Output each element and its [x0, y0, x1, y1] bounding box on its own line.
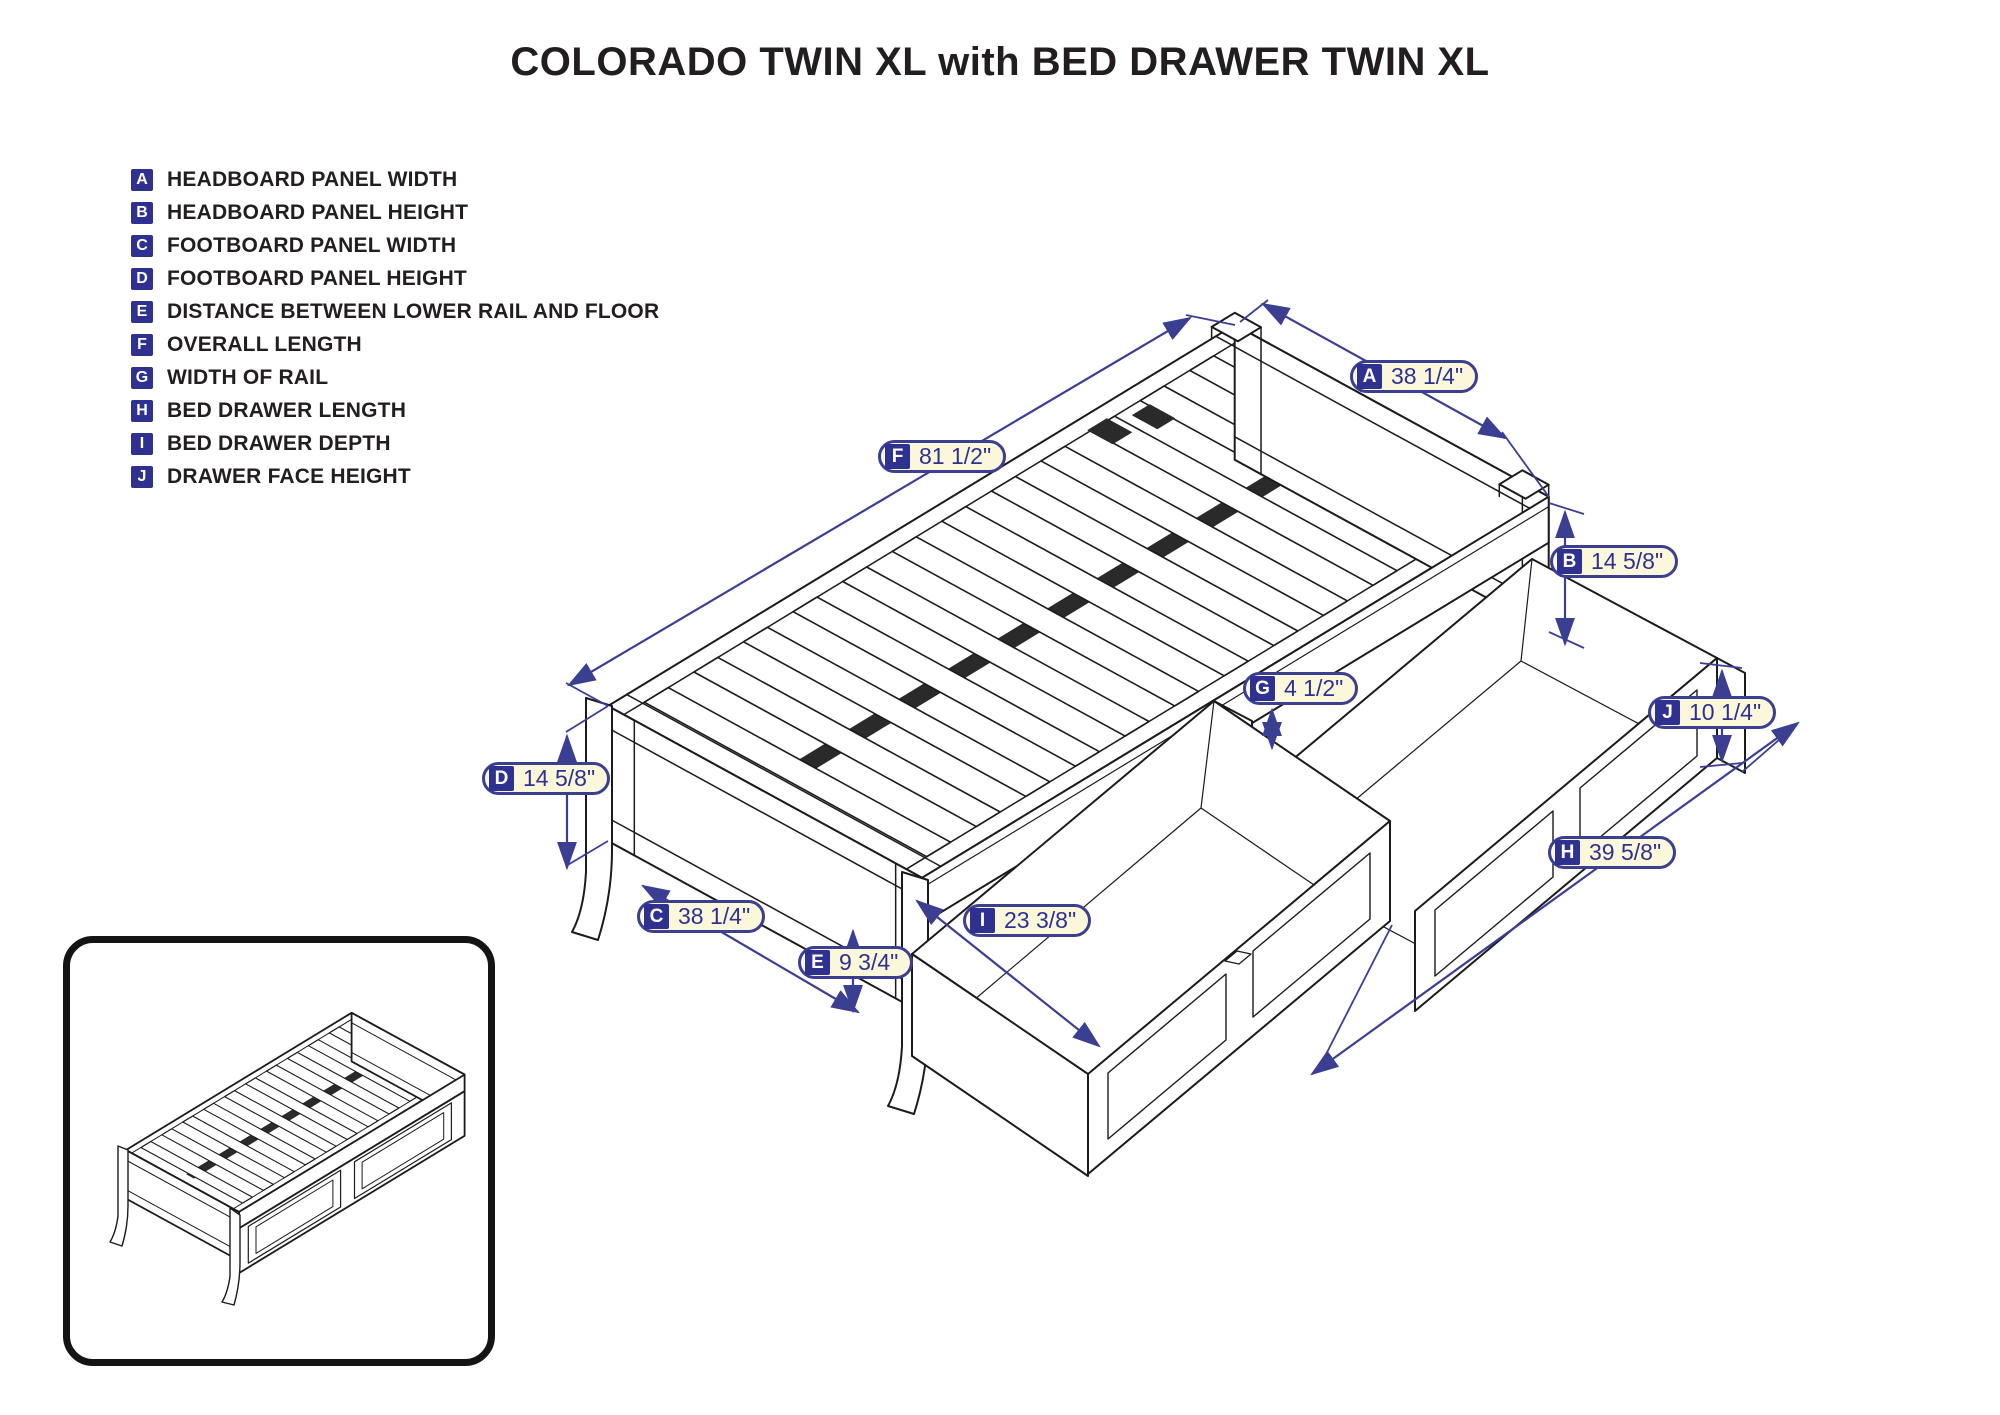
dim-label-e: E 9 3/4" — [798, 946, 914, 979]
dim-key-badge-f: F — [885, 444, 910, 469]
dim-label-j: J 10 1/4" — [1648, 696, 1777, 729]
dim-value-i: 23 3/8" — [1004, 907, 1077, 933]
dim-value-g: 4 1/2" — [1284, 675, 1344, 701]
dim-value-f: 81 1/2" — [919, 443, 992, 469]
legend-row: D FOOTBOARD PANEL HEIGHT — [131, 262, 659, 295]
dim-key-badge-j: J — [1655, 700, 1680, 725]
legend-key-badge: A — [131, 168, 153, 191]
dim-label-a: A 38 1/4" — [1350, 360, 1479, 393]
dim-key-badge-e: E — [805, 950, 830, 975]
legend-row: J DRAWER FACE HEIGHT — [131, 460, 659, 493]
dim-value-b: 14 5/8" — [1591, 548, 1664, 574]
legend-label: FOOTBOARD PANEL WIDTH — [167, 233, 457, 257]
dim-key-badge-b: B — [1557, 549, 1582, 574]
legend-key-badge: G — [131, 366, 153, 389]
legend-key-badge: I — [131, 432, 153, 455]
dimension-lines — [556, 299, 1800, 1076]
dim-key-badge-d: D — [489, 766, 514, 791]
legend: A HEADBOARD PANEL WIDTH B HEADBOARD PANEL … — [131, 163, 659, 493]
dim-label-c: C 38 1/4" — [637, 900, 766, 933]
legend-row: F OVERALL LENGTH — [131, 328, 659, 361]
legend-label: HEADBOARD PANEL WIDTH — [167, 167, 458, 191]
legend-label: DISTANCE BETWEEN LOWER RAIL AND FLOOR — [167, 299, 660, 323]
legend-key-badge: F — [131, 333, 153, 356]
legend-key-badge: B — [131, 201, 153, 224]
thumbnail-box — [63, 936, 495, 1366]
legend-label: OVERALL LENGTH — [167, 332, 362, 356]
legend-label: HEADBOARD PANEL HEIGHT — [167, 200, 469, 224]
legend-label: DRAWER FACE HEIGHT — [167, 464, 411, 488]
dim-key-badge-a: A — [1357, 364, 1382, 389]
dim-value-a: 38 1/4" — [1391, 363, 1464, 389]
dim-key-badge-h: H — [1555, 840, 1580, 865]
dim-label-d: D 14 5/8" — [482, 762, 611, 795]
legend-key-badge: C — [131, 234, 153, 257]
dim-key-badge-g: G — [1250, 676, 1275, 701]
dim-key-badge-i: I — [970, 908, 995, 933]
dim-value-h: 39 5/8" — [1589, 839, 1662, 865]
dim-label-i: I 23 3/8" — [963, 904, 1092, 937]
legend-row: E DISTANCE BETWEEN LOWER RAIL AND FLOOR — [131, 295, 659, 328]
legend-label: BED DRAWER DEPTH — [167, 431, 391, 455]
dim-value-e: 9 3/4" — [839, 949, 899, 975]
legend-row: H BED DRAWER LENGTH — [131, 394, 659, 427]
legend-row: B HEADBOARD PANEL HEIGHT — [131, 196, 659, 229]
dim-value-j: 10 1/4" — [1689, 699, 1762, 725]
legend-label: WIDTH OF RAIL — [167, 365, 329, 389]
dim-label-b: B 14 5/8" — [1550, 545, 1679, 578]
legend-key-badge: D — [131, 267, 153, 290]
dim-label-g: G 4 1/2" — [1243, 672, 1359, 705]
legend-key-badge: H — [131, 399, 153, 422]
legend-row: C FOOTBOARD PANEL WIDTH — [131, 229, 659, 262]
legend-row: A HEADBOARD PANEL WIDTH — [131, 163, 659, 196]
thumbnail-bed-drawing — [109, 1011, 466, 1306]
dim-value-d: 14 5/8" — [523, 765, 596, 791]
legend-label: BED DRAWER LENGTH — [167, 398, 407, 422]
legend-label: FOOTBOARD PANEL HEIGHT — [167, 266, 467, 290]
legend-row: I BED DRAWER DEPTH — [131, 427, 659, 460]
legend-key-badge: J — [131, 465, 153, 488]
dim-label-h: H 39 5/8" — [1548, 836, 1677, 869]
dim-label-f: F 81 1/2" — [878, 440, 1007, 473]
page-title: COLORADO TWIN XL with BED DRAWER TWIN XL — [510, 40, 1490, 84]
dim-key-badge-c: C — [644, 904, 669, 929]
legend-row: G WIDTH OF RAIL — [131, 361, 659, 394]
dim-value-c: 38 1/4" — [678, 903, 751, 929]
legend-key-badge: E — [131, 300, 153, 323]
